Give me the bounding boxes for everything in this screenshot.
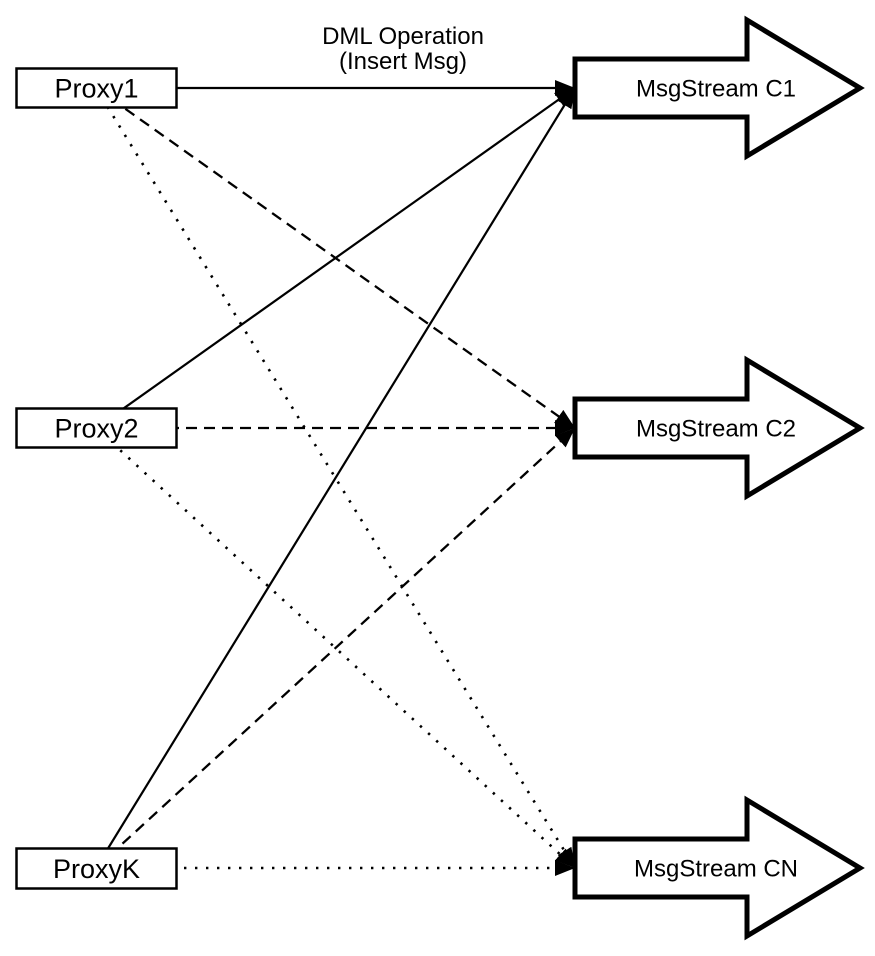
proxyk-box: [15, 847, 178, 890]
msgstream-c2-arrow: [572, 355, 865, 501]
proxyk-label: ProxyK: [53, 854, 140, 884]
connector-proxyk-to-c1-solid: [95, 87, 576, 869]
msgstream-cn-arrow: [572, 795, 865, 941]
connector-group: [94, 80, 577, 876]
msgstream-c2-label: MsgStream C2: [636, 416, 796, 443]
connector-proxy1-to-c2-dashed: [95, 87, 576, 429]
msgstream-c1-label: MsgStream C1: [636, 76, 796, 103]
dml-annotation: DML Operation (Insert Msg): [322, 23, 484, 75]
dml-annotation-line1: DML Operation: [322, 23, 484, 50]
msgstream-c1-arrow: [572, 15, 865, 161]
proxy2-label: Proxy2: [54, 414, 138, 444]
dml-annotation-line2: (Insert Msg): [339, 48, 467, 75]
msgstream-cn-label: MsgStream CN: [634, 856, 798, 883]
proxy-nodes: Proxy1 Proxy2 ProxyK: [15, 67, 178, 890]
proxy1-label: Proxy1: [54, 74, 138, 104]
stream-nodes: MsgStream C1 MsgStream C2 MsgStream CN: [572, 15, 865, 941]
connector-proxyk-to-c2-dashed: [95, 427, 576, 869]
proxy1-box: [15, 67, 178, 109]
proxy2-box: [15, 407, 178, 449]
